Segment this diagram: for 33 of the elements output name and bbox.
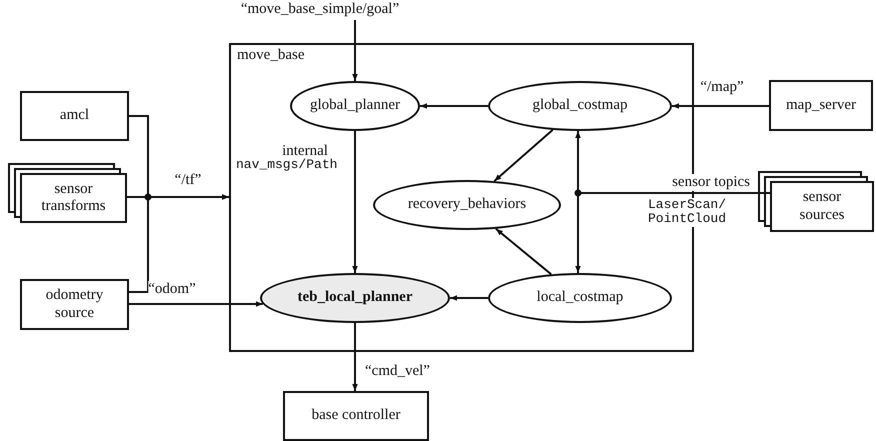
node-label: odometry source xyxy=(44,287,104,322)
component-box xyxy=(20,91,129,141)
node-label: move_base xyxy=(237,47,304,64)
node-label: amcl xyxy=(60,107,90,125)
arrow xyxy=(495,228,552,276)
node-label: sensor sources xyxy=(798,189,846,224)
node-label: global_planner xyxy=(310,97,400,115)
edge-label: “/map” xyxy=(700,79,744,96)
node-label: teb_local_planner xyxy=(298,289,412,307)
node-label: recovery_behaviors xyxy=(408,196,526,214)
arrow xyxy=(129,301,263,307)
arrow xyxy=(420,103,488,109)
message-type-label: nav_msgs/Path xyxy=(236,158,338,172)
arrow xyxy=(672,103,769,109)
component-box xyxy=(20,173,127,223)
arrow xyxy=(494,129,554,182)
component-box xyxy=(283,391,429,441)
arrow xyxy=(352,323,358,391)
arrow xyxy=(352,131,358,273)
component-box xyxy=(20,279,129,330)
component-box xyxy=(769,80,873,131)
edge-label: “cmd_vel” xyxy=(365,363,430,380)
node-label: local_costmap xyxy=(536,289,624,307)
arrow xyxy=(129,194,229,293)
arrow xyxy=(352,20,358,81)
annotation-label: sensor topics xyxy=(672,174,750,190)
node-label: sensor transforms xyxy=(40,180,107,216)
edge-label: “move_base_simple/goal” xyxy=(240,1,400,18)
node-label: map_server xyxy=(786,96,856,114)
arrow xyxy=(450,295,488,301)
node-label: global_costmap xyxy=(532,97,628,115)
node-label: base controller xyxy=(312,407,400,425)
component-box xyxy=(770,181,874,232)
